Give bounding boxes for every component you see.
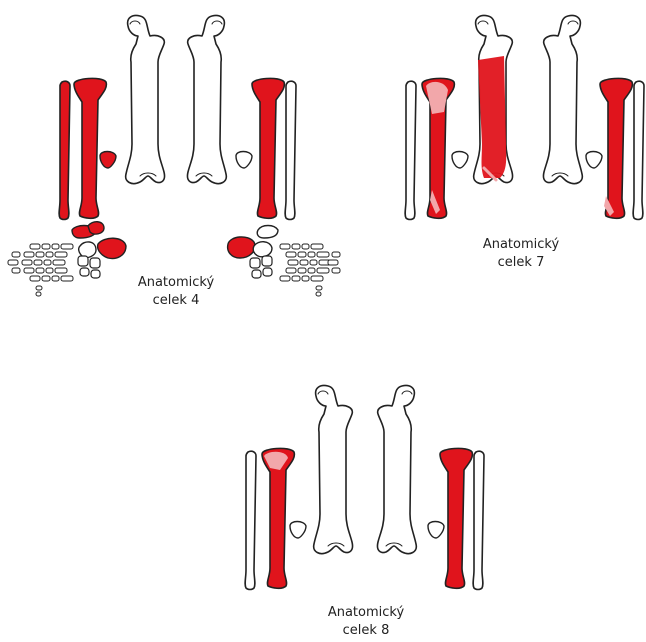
- unit7-caption: Anatomický celek 7: [461, 236, 581, 272]
- unit7-skeleton: [405, 15, 644, 219]
- unit7-caption-line2: celek 7: [461, 254, 581, 272]
- unit4-femur-left: [126, 15, 165, 183]
- unit8-caption: Anatomický celek 8: [306, 604, 426, 640]
- unit7-femur-right: [543, 15, 582, 183]
- unit4-caption-line2: celek 4: [116, 292, 236, 310]
- unit8-femur-left: [314, 385, 353, 553]
- unit4-fibula-right: [285, 81, 296, 219]
- unit4-caption: Anatomický celek 4: [116, 274, 236, 310]
- unit8-caption-line2: celek 8: [306, 622, 426, 640]
- unit4-patella-right: [236, 152, 252, 169]
- unit8-tibia-right: [440, 448, 472, 588]
- unit4-skeleton: [8, 15, 340, 296]
- unit4-caption-line1: Anatomický: [116, 274, 236, 292]
- unit8-patella-left: [290, 522, 306, 539]
- unit7-fibula-right: [633, 81, 644, 219]
- unit8-fibula-left: [245, 451, 256, 589]
- unit4-foot-left: [8, 222, 126, 296]
- unit8-caption-line1: Anatomický: [306, 604, 426, 622]
- unit7-patella-right: [586, 152, 602, 169]
- unit8-fibula-right: [473, 451, 484, 589]
- unit4-foot-right: [228, 226, 340, 297]
- unit7-femur-left: [474, 15, 513, 183]
- unit4-patella-left: [100, 152, 116, 169]
- unit8-femur-right: [377, 385, 416, 553]
- unit7-tibia-right: [600, 78, 632, 218]
- unit4-femur-right: [187, 15, 226, 183]
- unit7-patella-left: [452, 152, 468, 169]
- unit4-tibia-left: [74, 78, 106, 218]
- unit7-caption-line1: Anatomický: [461, 236, 581, 254]
- unit8-patella-right: [428, 522, 444, 539]
- unit8-skeleton: [245, 385, 484, 589]
- unit4-tibia-right: [252, 78, 284, 218]
- unit7-tibia-left: [422, 78, 454, 218]
- unit7-fibula-left: [405, 81, 416, 219]
- unit4-fibula-left: [59, 81, 70, 219]
- unit8-tibia-left: [262, 448, 294, 588]
